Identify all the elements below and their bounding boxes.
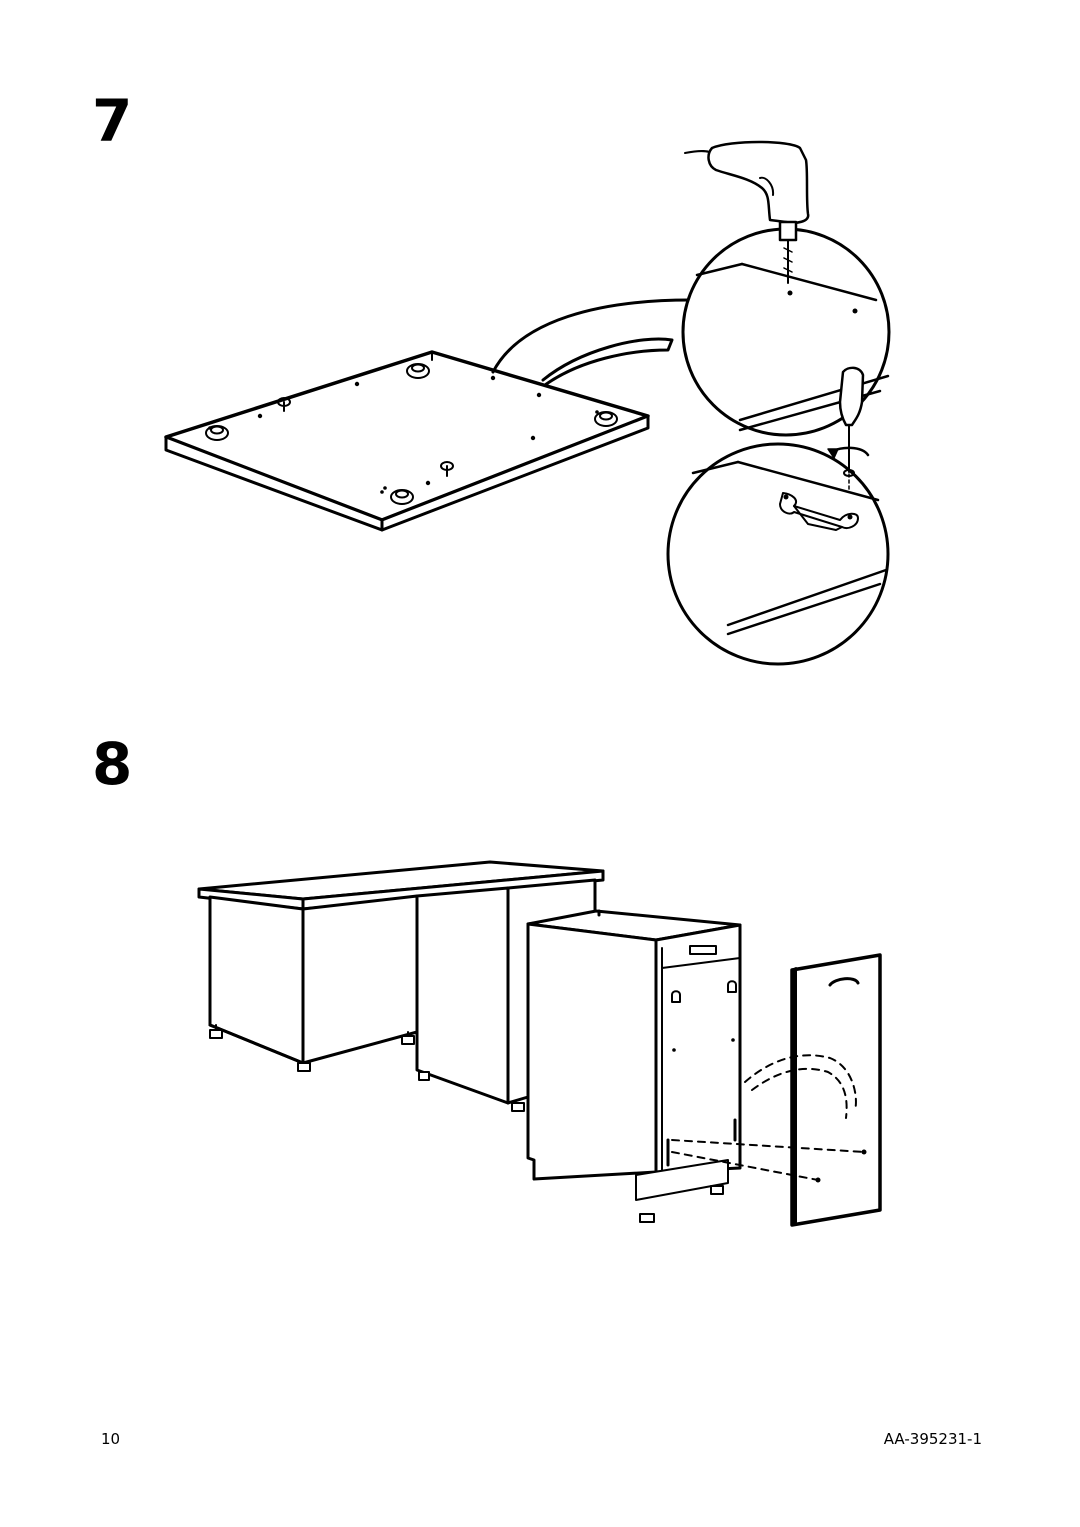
- callout-arrow: [491, 298, 692, 387]
- page-number: 10: [101, 1430, 121, 1448]
- assembly-guides: [671, 1054, 865, 1181]
- drill-icon: [684, 140, 810, 284]
- left-base-cabinet: [208, 894, 419, 1072]
- document-code: AA-395231-1: [883, 1430, 982, 1448]
- dishwasher: [526, 909, 742, 1223]
- back-base-cabinet: [415, 878, 597, 1112]
- detail-circle-handle: [666, 442, 890, 666]
- step-7-illustration: [164, 140, 891, 666]
- panel-screws: [277, 397, 454, 477]
- step-8-illustration: [197, 860, 882, 1227]
- worktop-panel: [164, 350, 650, 532]
- panel-drill-points: [208, 375, 599, 494]
- panel-holes: [205, 363, 618, 505]
- step-number-7: 7: [92, 87, 133, 155]
- door-panel: [790, 953, 882, 1227]
- step-number-8: 8: [92, 730, 133, 798]
- screwdriver-icon: [827, 366, 870, 491]
